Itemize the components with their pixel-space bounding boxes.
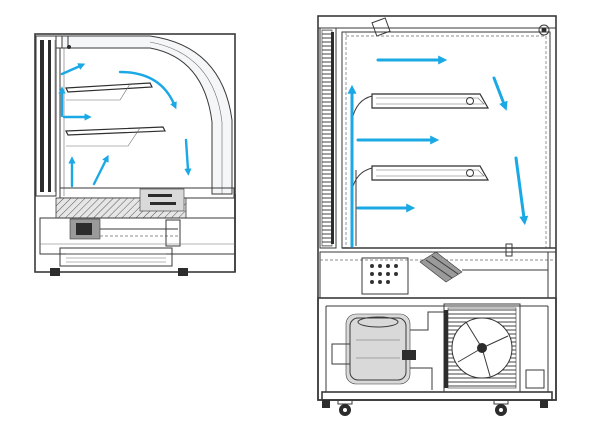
side-foot-right (178, 268, 188, 276)
front-shelf-upper (351, 93, 490, 121)
airflow-arrow-side-top-curve (118, 70, 177, 110)
airflow-arrow-side-low-diag (92, 154, 109, 186)
front-electrical-panel (361, 257, 409, 295)
side-foot-left (50, 268, 60, 276)
front-evaporator-fan (419, 251, 463, 283)
side-cabinet-body (34, 33, 236, 273)
front-caster-left (337, 399, 353, 416)
side-shelf-upper (65, 82, 153, 101)
side-section-view (34, 30, 246, 276)
front-caster-right (493, 399, 509, 416)
airflow-arrow-front-right-down (514, 156, 529, 226)
front-shelf-lower (351, 165, 490, 191)
airflow-arrow-front-right-top (492, 76, 508, 111)
side-shelf-lower (65, 126, 166, 147)
side-curved-glass (61, 35, 233, 195)
airflow-arrow-side-top-back (60, 63, 86, 76)
side-rear-door-frame (35, 35, 57, 197)
front-condenser (443, 303, 521, 393)
front-section-view (317, 15, 557, 416)
front-compressor (331, 313, 416, 385)
airflow-arrows (58, 55, 529, 248)
airflow-arrow-side-front-down (184, 138, 192, 176)
